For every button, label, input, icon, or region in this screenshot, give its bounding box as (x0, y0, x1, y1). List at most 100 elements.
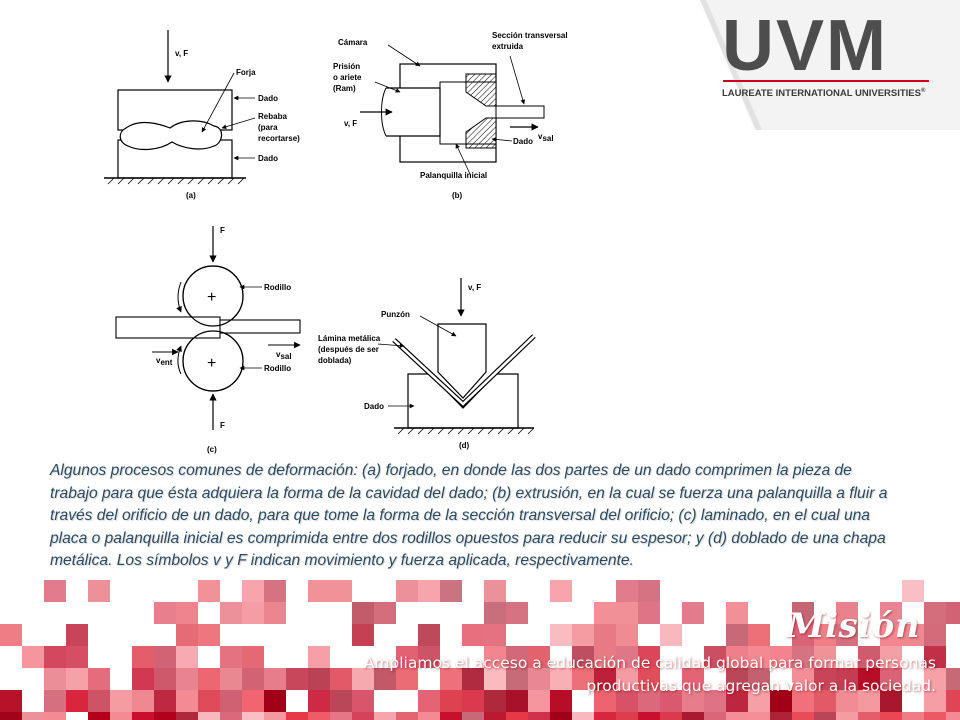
mosaic-tile (880, 602, 902, 624)
mosaic-tile (528, 712, 550, 720)
b-lower-die (465, 117, 497, 149)
mosaic-tile (748, 646, 770, 668)
c-F-top-label: F (220, 226, 225, 235)
b-ram-label: (Ram) (333, 84, 356, 93)
mosaic-tile (726, 602, 748, 624)
mosaic-tile (88, 712, 110, 720)
c-vsal-sub: sal (280, 352, 291, 361)
mosaic-tile (550, 668, 572, 690)
b-caption-label: (b) (452, 191, 463, 200)
mosaic-tile (924, 712, 946, 720)
mosaic-tile (176, 646, 198, 668)
mosaic-tile (154, 602, 176, 624)
c-top-rotation-arrow (176, 281, 182, 313)
mosaic-tile (220, 602, 242, 624)
mosaic-tile (594, 602, 616, 624)
b-prision-label: Prisión (333, 62, 360, 71)
mosaic-tile (528, 646, 550, 668)
mosaic-tile (242, 668, 264, 690)
mosaic-tile (352, 602, 374, 624)
mosaic-tile (352, 624, 374, 646)
mosaic-tile (638, 580, 660, 602)
mosaic-tile (264, 602, 286, 624)
mosaic-tile (528, 668, 550, 690)
mosaic-tile (748, 690, 770, 712)
c-caption-label: (c) (207, 445, 217, 454)
c-plate-in (115, 316, 221, 339)
mosaic-tile (616, 602, 638, 624)
mosaic-tile (440, 580, 462, 602)
mosaic-tile (550, 690, 572, 712)
mosaic-tile (198, 712, 220, 720)
mosaic-tile (638, 646, 660, 668)
mosaic-tile (814, 624, 836, 646)
mosaic-tile (308, 646, 330, 668)
b-camara-leader (387, 44, 421, 67)
mosaic-tile (0, 712, 22, 720)
a-dado-bottom-label: Dado (258, 154, 278, 163)
mosaic-tile (880, 668, 902, 690)
a-rebaba-label: Rebaba (258, 112, 287, 121)
c-F-bottom-label: F (220, 421, 225, 430)
c-rodillo-bottom-label: Rodillo (264, 364, 291, 373)
mosaic-tile (418, 712, 440, 720)
mosaic-tile (396, 580, 418, 602)
mosaic-tile (44, 646, 66, 668)
mosaic-tile (44, 668, 66, 690)
mosaic-tile (176, 602, 198, 624)
mosaic-tile (858, 668, 880, 690)
mosaic-tile (176, 690, 198, 712)
mosaic-tile (506, 712, 528, 720)
mosaic-tile (418, 646, 440, 668)
mosaic-tile (902, 712, 924, 720)
mosaic-tile (352, 668, 374, 690)
b-vsal-sub: sal (542, 134, 553, 143)
mosaic-tile (220, 690, 242, 712)
mosaic-tile (352, 712, 374, 720)
mosaic-tile (374, 602, 396, 624)
mosaic-tile (88, 668, 110, 690)
mosaic-tile (44, 712, 66, 720)
mosaic-tile (484, 580, 506, 602)
a-ground-hatch (107, 177, 245, 185)
c-plate-out (219, 319, 301, 334)
c-vent-label: vent (156, 356, 173, 367)
mosaic-tile (836, 690, 858, 712)
mosaic-tile (638, 690, 660, 712)
mosaic-tile (506, 690, 528, 712)
mosaic-tile (484, 624, 506, 646)
mosaic-tile (264, 668, 286, 690)
logo-tagline: LAUREATE INTERNATIONAL UNIVERSITIES® (722, 88, 925, 99)
mosaic-tile (506, 646, 528, 668)
mision-statement-line-1: Ampliamos el acceso a educación de calid… (363, 654, 936, 672)
mosaic-tile (638, 602, 660, 624)
mosaic-tile (198, 668, 220, 690)
mosaic-tile (330, 668, 352, 690)
mosaic-tile (616, 580, 638, 602)
b-upper-die (465, 73, 497, 107)
mosaic-tile (418, 690, 440, 712)
mosaic-tile (616, 668, 638, 690)
panel-d-bending: v, F Punzón Lámina metálica (después de … (318, 278, 536, 450)
b-dado-label: Dado (513, 137, 533, 146)
mosaic-tile (770, 690, 792, 712)
mosaic-tile (462, 712, 484, 720)
mosaic-tile (814, 712, 836, 720)
c-bottom-rotation-arrow (176, 345, 182, 375)
d-ground-hatch (397, 427, 535, 435)
mosaic-tile (110, 690, 132, 712)
mosaic-tile (506, 602, 528, 624)
mosaic-tile (396, 668, 418, 690)
mosaic-tile (836, 668, 858, 690)
mosaic-tile (242, 602, 264, 624)
mosaic-tile (264, 580, 286, 602)
c-plus-bottom: + (207, 355, 216, 372)
mosaic-tile (880, 690, 902, 712)
figure-caption: Algunos procesos comunes de deformación:… (50, 462, 888, 570)
d-punch (437, 323, 487, 399)
mosaic-tile (462, 690, 484, 712)
mosaic-tile (924, 624, 946, 646)
mosaic-tile (924, 646, 946, 668)
mosaic-tile (330, 580, 352, 602)
mosaic-tile (792, 668, 814, 690)
